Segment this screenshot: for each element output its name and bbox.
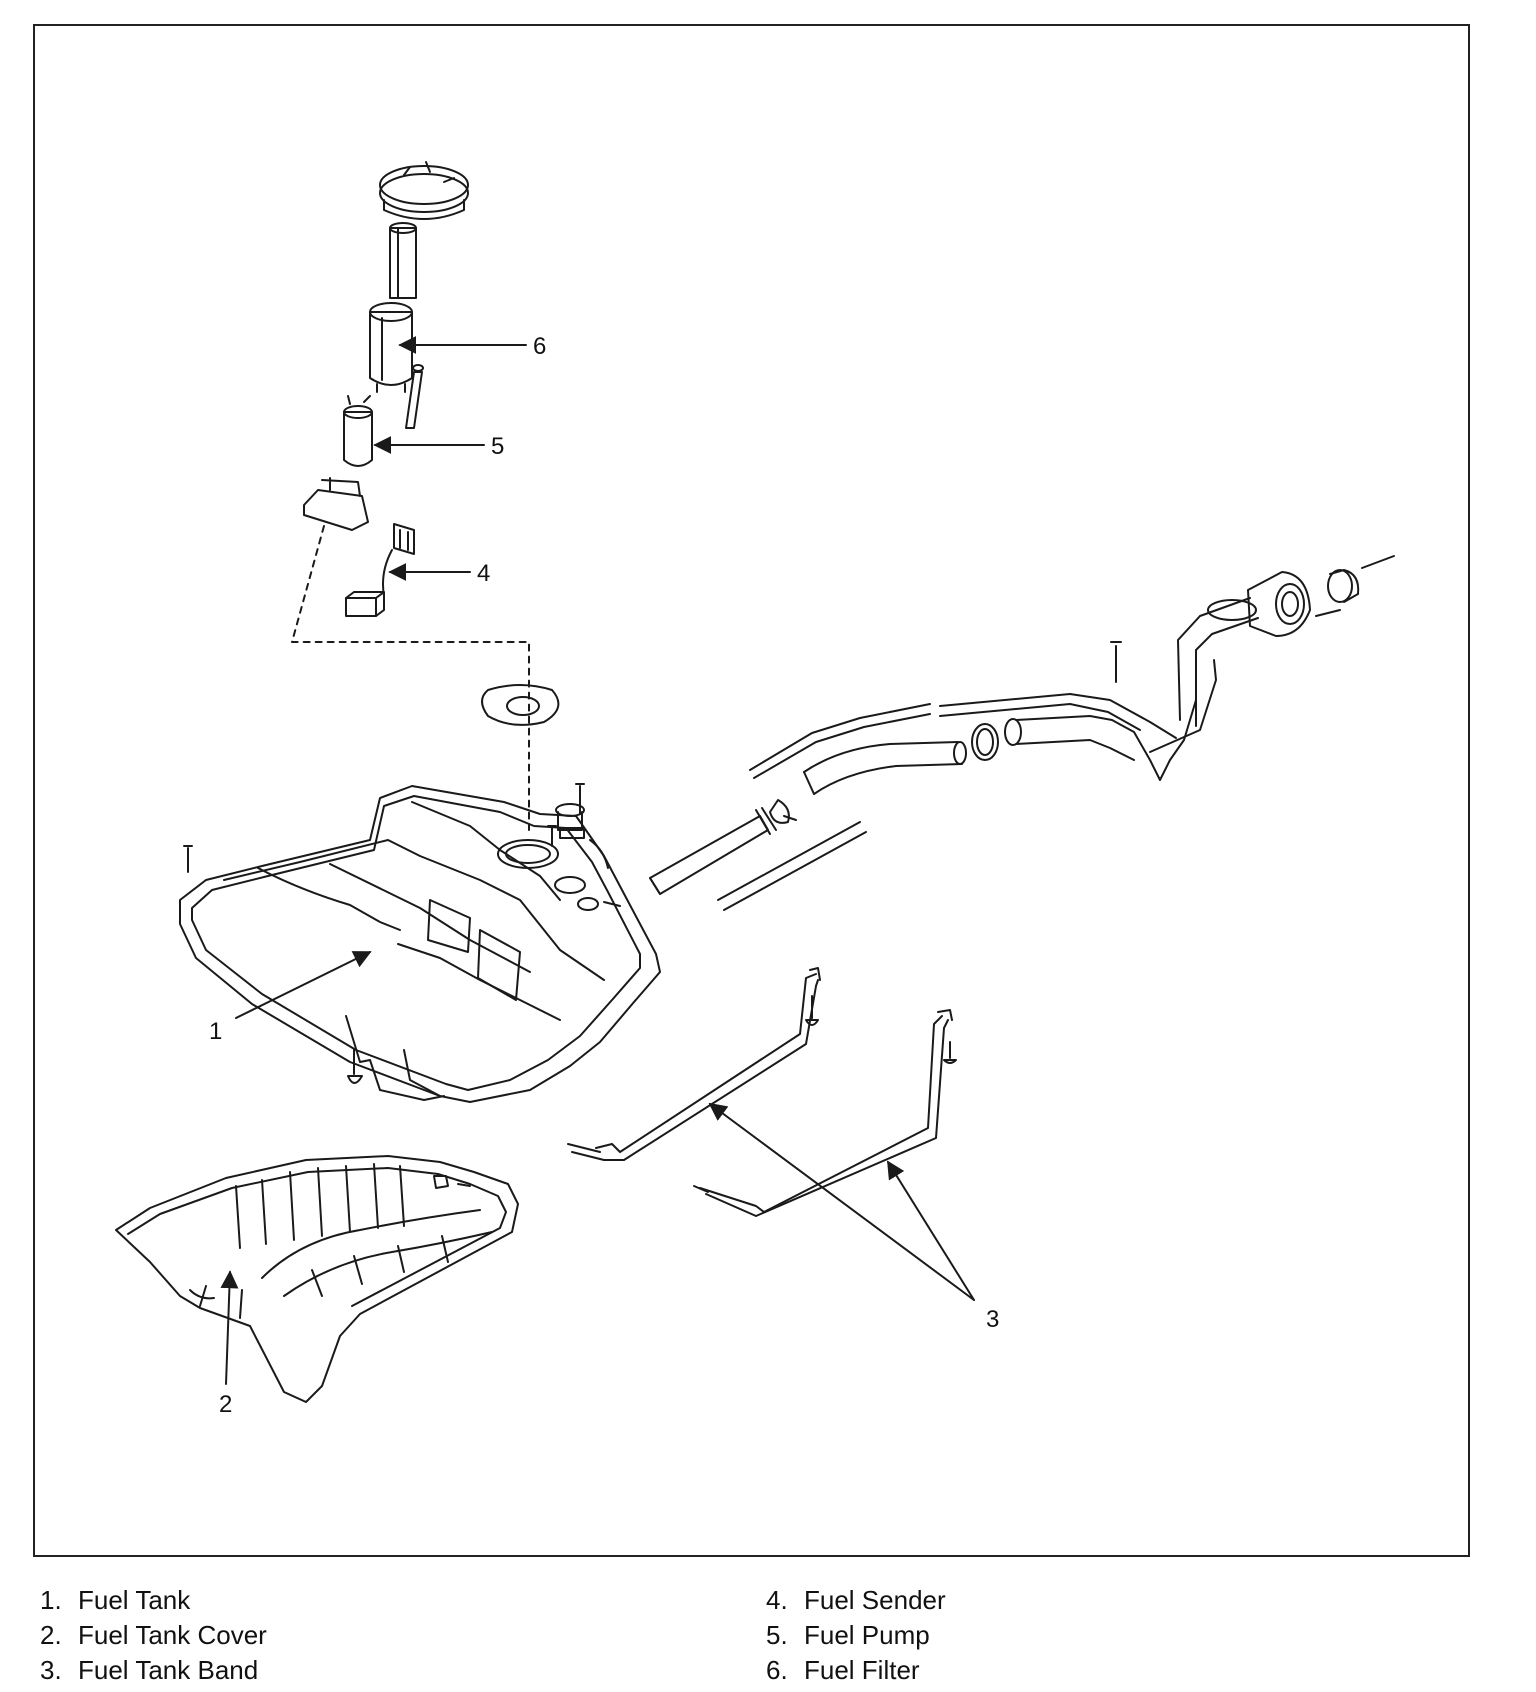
legend-item: 4. Fuel Sender [766,1583,946,1618]
fuel-sender-part [345,523,415,617]
filler-housing [1247,571,1311,637]
legend-number: 4. [766,1585,788,1615]
legend-column-left: 1. Fuel Tank 2. Fuel Tank Cover 3. Fuel Tan… [40,1583,267,1688]
filler-bolts [1110,555,1395,683]
rollover-valve [555,803,585,831]
legend-item: 1. Fuel Tank [40,1583,267,1618]
fuel-tank-part [179,785,661,1103]
hose-clamp [971,723,999,761]
legend-item: 6. Fuel Filter [766,1653,946,1688]
tank-band-front [567,967,821,1161]
pump-flange [379,161,469,220]
diagram-frame [33,24,1470,1557]
callout-1: 1 [209,1018,222,1045]
parts-legend: 1. Fuel Tank 2. Fuel Tank Cover 3. Fuel Tan… [40,1583,1460,1685]
legend-number: 2. [40,1620,62,1650]
filler-neck-pipe [939,597,1259,781]
legend-item: 3. Fuel Tank Band [40,1653,267,1688]
filler-hose-small [717,703,931,911]
fuel-cap [1327,569,1360,603]
legend-item: 5. Fuel Pump [766,1618,946,1653]
pump-reservoir-bracket [303,477,369,531]
band-bolts [805,995,957,1064]
access-cover-plate [481,684,560,726]
callout-5: 5 [491,433,504,460]
callout-3: 3 [986,1306,999,1333]
legend-label: Fuel Pump [804,1620,930,1650]
pump-guide-tube [389,222,417,299]
callout-4: 4 [477,560,490,587]
legend-column-right: 4. Fuel Sender 5. Fuel Pump 6. Fuel Filter [766,1583,946,1688]
tank-mount-bolts [183,783,585,1084]
callout-2: 2 [219,1391,232,1418]
legend-number: 3. [40,1655,62,1685]
legend-number: 5. [766,1620,788,1650]
fuel-tank-cover-part [115,1155,519,1403]
legend-label: Fuel Tank Band [78,1655,259,1685]
leader-lines [220,336,975,1385]
fuel-pump-part [343,395,373,467]
legend-number: 6. [766,1655,788,1685]
assembly-guide-dashed-line [291,525,530,831]
legend-label: Fuel Sender [804,1585,946,1615]
pump-sensor-rod [405,364,424,429]
legend-label: Fuel Tank Cover [78,1620,267,1650]
filler-pipe-lower [649,799,797,895]
filler-hose-large [803,741,967,795]
fuel-filter-part [369,302,413,393]
callout-6: 6 [533,333,546,360]
legend-item: 2. Fuel Tank Cover [40,1618,267,1653]
legend-label: Fuel Tank [78,1585,191,1615]
legend-label: Fuel Filter [804,1655,920,1685]
legend-number: 1. [40,1585,62,1615]
tank-band-rear [693,1009,953,1217]
